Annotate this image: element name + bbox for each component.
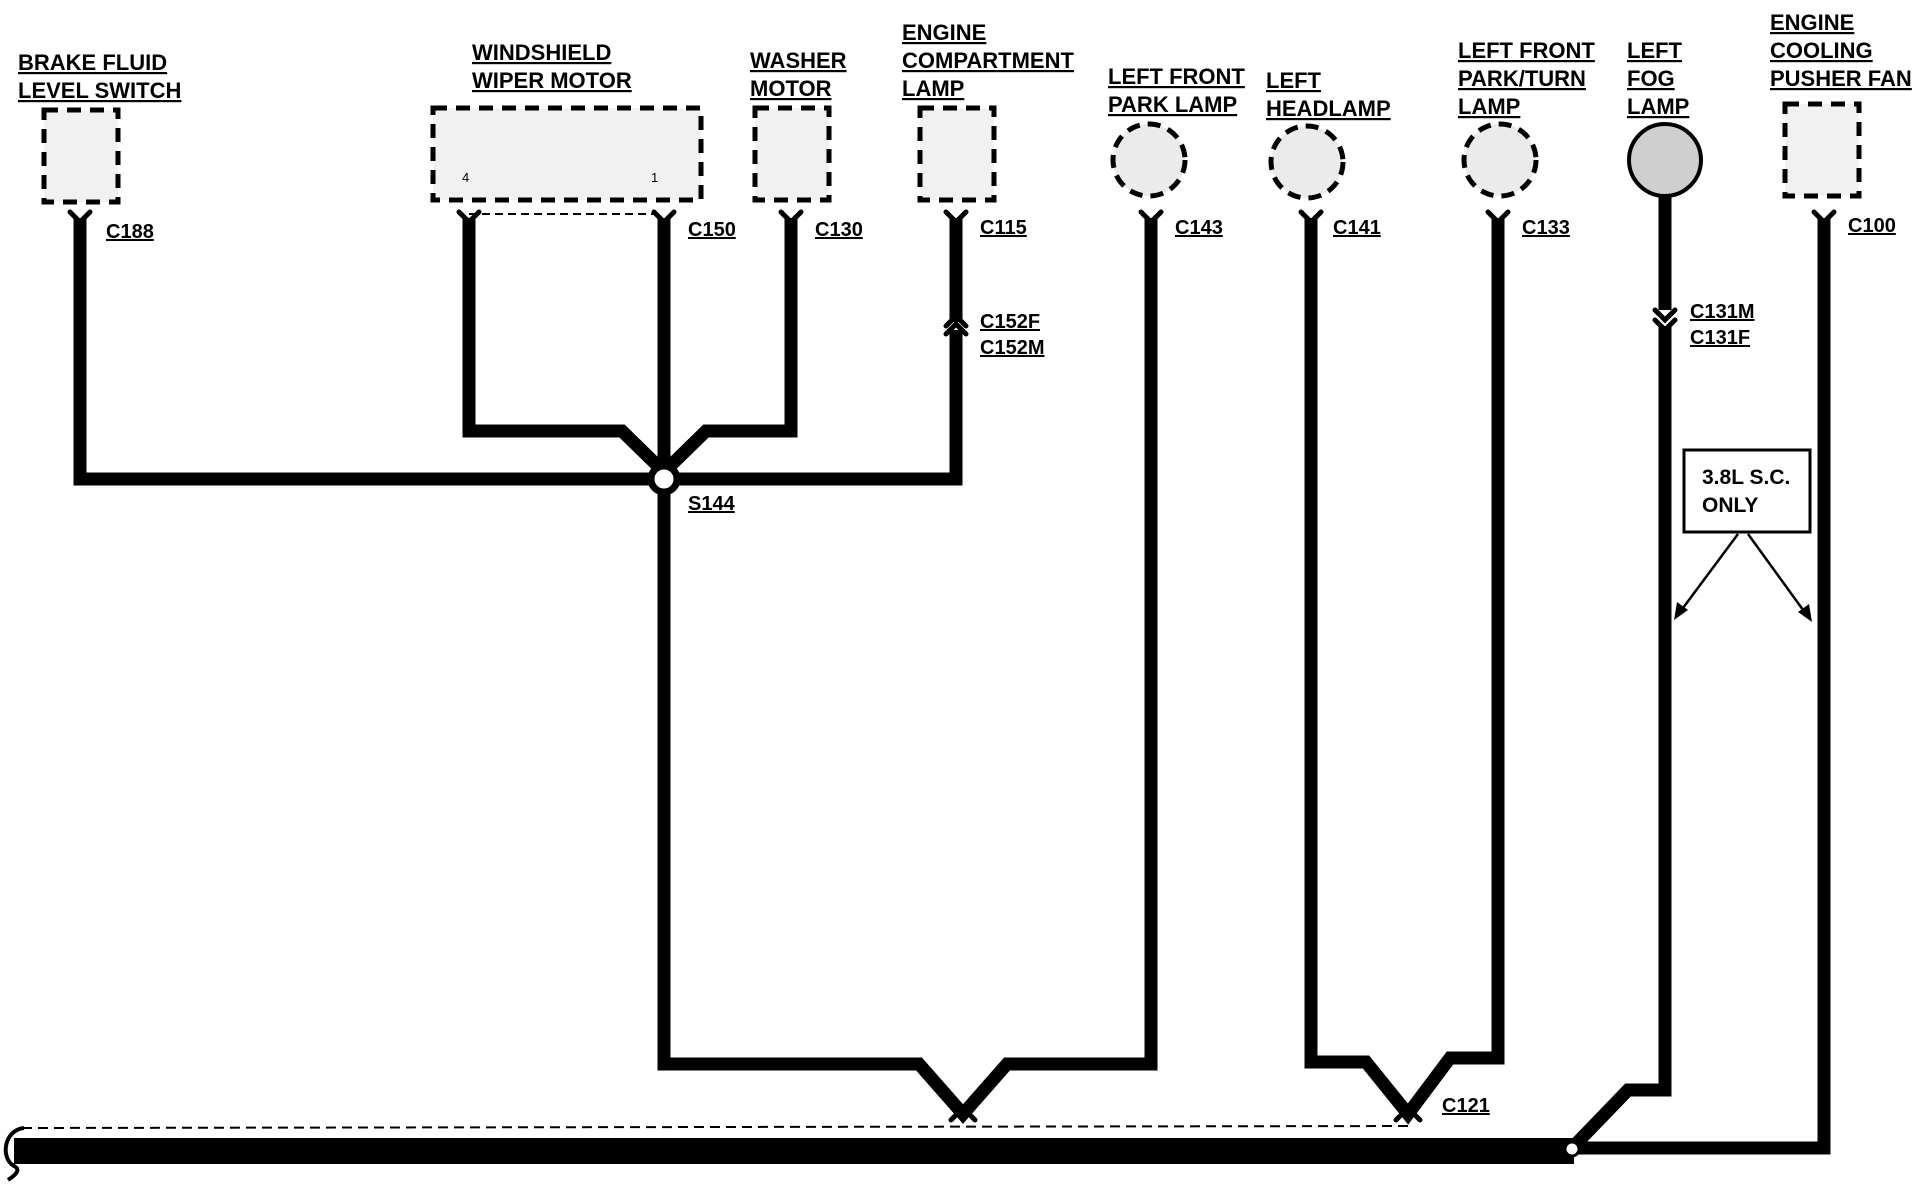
wiper-pin-4: 4 <box>462 170 469 185</box>
c131m-label: C131M <box>1690 301 1754 323</box>
c141-label: C141 <box>1333 217 1381 239</box>
c188-label: C188 <box>106 221 154 243</box>
c188-terminal-icon <box>67 209 93 226</box>
left-fog-lamp-label-line3: LAMP <box>1627 94 1689 119</box>
c152m-label: C152M <box>980 337 1044 359</box>
lf-park-lamp-label-line1: LEFT FRONT <box>1108 64 1245 89</box>
s144-label: S144 <box>688 493 736 515</box>
c130-terminal-icon <box>778 209 804 226</box>
left-fog-lamp-label: LEFT FOG LAMP <box>1627 38 1689 119</box>
engine-compartment-lamp-label-line2: COMPARTMENT <box>902 48 1074 73</box>
engine-compartment-lamp-label: ENGINE COMPARTMENT LAMP <box>902 20 1074 101</box>
c150-pin4-terminal-icon <box>456 209 482 226</box>
option-note-arrow-right <box>1746 533 1808 615</box>
c130-label: C130 <box>815 219 863 241</box>
lf-park-turn-lamp-circle <box>1461 121 1539 199</box>
wire-c131-to-main <box>1567 326 1672 1153</box>
wire-c188-to-s144 <box>73 218 664 486</box>
lf-park-turn-lamp-label-line1: LEFT FRONT <box>1458 38 1595 63</box>
c152m-terminal-icon <box>943 320 969 337</box>
c152f-terminal-icon <box>943 312 969 329</box>
main-ground-bus <box>14 1138 1574 1164</box>
left-headlamp-circle <box>1268 123 1346 201</box>
c150-pin1-terminal-icon <box>651 209 677 226</box>
washer-motor-box <box>752 105 832 203</box>
washer-motor-label: WASHER MOTOR <box>750 48 847 101</box>
wiper-motor-outline <box>430 105 704 203</box>
pusher-fan-label: ENGINE COOLING PUSHER FAN <box>1770 10 1912 91</box>
option-note-line1: 3.8L S.C. <box>1702 466 1790 489</box>
wiper-motor-label-line1: WINDSHIELD <box>472 40 611 65</box>
s144-splice <box>647 462 681 496</box>
lf-park-turn-lamp-label-line3: LAMP <box>1458 94 1520 119</box>
connector-terminals <box>67 209 1837 1123</box>
c121-dashed-connector-line <box>21 1125 1413 1129</box>
wire-c130-to-s144 <box>659 218 798 477</box>
c133-terminal-icon <box>1485 209 1511 226</box>
c121-label: C121 <box>1442 1095 1490 1117</box>
left-fog-lamp-label-line1: LEFT <box>1627 38 1683 63</box>
ground-wires <box>73 196 1831 1155</box>
wire-c100-to-main <box>1572 218 1831 1155</box>
lf-park-lamp-label-line2: PARK LAMP <box>1108 92 1237 117</box>
wiper-motor-label-line2: WIPER MOTOR <box>472 68 632 93</box>
left-fog-lamp-circle <box>1627 122 1703 198</box>
brake-fluid-label: BRAKE FLUID LEVEL SWITCH <box>18 50 181 103</box>
lf-park-turn-lamp-label: LEFT FRONT PARK/TURN LAMP <box>1458 38 1595 119</box>
option-note-box <box>1682 448 1812 534</box>
left-headlamp-label: LEFT HEADLAMP <box>1266 68 1391 121</box>
connector-labels: C188 C150 C130 C115 C152F C152M C143 C14… <box>106 215 1896 1117</box>
c121-terminal-icon-b <box>1393 1104 1423 1123</box>
brake-fluid-switch-box <box>41 107 121 205</box>
wire-c150-pin4 <box>462 218 669 477</box>
c152f-label: C152F <box>980 311 1040 333</box>
lf-park-turn-lamp-label-line2: PARK/TURN <box>1458 66 1586 91</box>
engine-compartment-lamp-label-line3: LAMP <box>902 76 964 101</box>
c141-terminal-icon <box>1298 209 1324 226</box>
main-bus-splice-dot <box>1563 1140 1581 1158</box>
c131f-label: C131F <box>1690 327 1750 349</box>
wire-c152-to-s144 <box>664 330 963 486</box>
c133-label: C133 <box>1522 217 1570 239</box>
wire-s144-and-c143-to-c121 <box>657 218 1158 1124</box>
c150-label: C150 <box>688 219 736 241</box>
option-note-line2: ONLY <box>1702 494 1758 517</box>
option-note-arrowhead-right-icon <box>1798 604 1812 622</box>
wiper-motor-box: 4 1 <box>430 105 704 203</box>
left-fog-lamp-label-line2: FOG <box>1627 66 1675 91</box>
pusher-fan-box <box>1782 101 1862 199</box>
brake-fluid-label-line1: BRAKE FLUID <box>18 50 167 75</box>
washer-motor-label-line2: MOTOR <box>750 76 832 101</box>
option-note-arrow-left <box>1678 533 1740 613</box>
c143-terminal-icon <box>1138 209 1164 226</box>
left-headlamp-label-line1: LEFT <box>1266 68 1322 93</box>
option-note: 3.8L S.C. ONLY <box>1674 448 1812 622</box>
pusher-fan-label-line2: COOLING <box>1770 38 1873 63</box>
washer-motor-label-line1: WASHER <box>750 48 847 73</box>
pusher-fan-label-line3: PUSHER FAN <box>1770 66 1912 91</box>
c131f-terminal-icon <box>1652 317 1678 334</box>
lf-park-lamp-label: LEFT FRONT PARK LAMP <box>1108 64 1245 117</box>
wire-c141-c133-to-c121 <box>1304 218 1505 1125</box>
c131m-terminal-icon <box>1652 307 1678 324</box>
brake-fluid-label-line2: LEVEL SWITCH <box>18 78 181 103</box>
c115-terminal-icon <box>943 209 969 226</box>
c100-label: C100 <box>1848 215 1896 237</box>
c143-label: C143 <box>1175 217 1223 239</box>
left-headlamp-label-line2: HEADLAMP <box>1266 96 1391 121</box>
c121-terminal-icon-a <box>948 1104 978 1123</box>
wiper-pin-1: 1 <box>651 170 658 185</box>
harness-break-symbol <box>3 1126 25 1182</box>
c100-terminal-icon <box>1811 209 1837 226</box>
engine-compartment-lamp-label-line1: ENGINE <box>902 20 986 45</box>
c115-label: C115 <box>980 217 1027 239</box>
lf-park-lamp-circle <box>1110 121 1188 199</box>
pusher-fan-label-line1: ENGINE <box>1770 10 1854 35</box>
option-note-arrowhead-left-icon <box>1674 602 1688 620</box>
wiper-motor-label: WINDSHIELD WIPER MOTOR <box>472 40 632 93</box>
engine-compartment-lamp-box <box>917 105 997 203</box>
